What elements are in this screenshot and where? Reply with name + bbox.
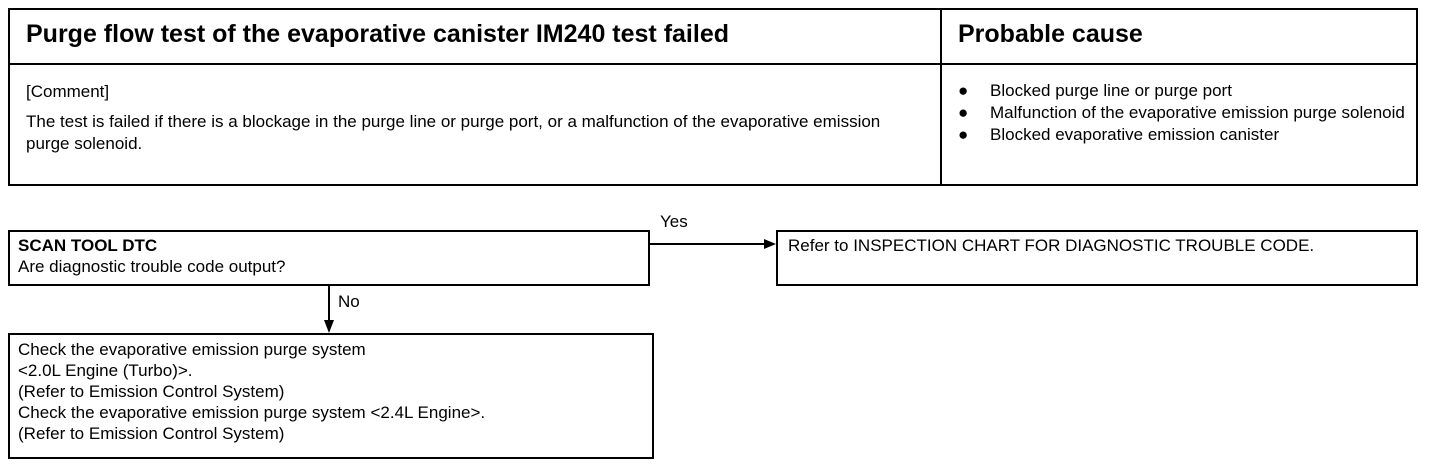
check-line: <2.0L Engine (Turbo)>. — [18, 361, 193, 380]
test-title: Purge flow test of the evaporative canis… — [26, 20, 729, 48]
probable-cause-heading: Probable cause — [958, 20, 1143, 48]
check-line: Check the evaporative emission purge sys… — [18, 403, 486, 422]
check-line: (Refer to Emission Control System) — [18, 424, 285, 443]
no-label: No — [338, 292, 360, 311]
comment-text: The test is failed if there is a blockag… — [26, 112, 881, 153]
list-item: ● Blocked evaporative emission canister — [956, 124, 1416, 146]
no-arrow-head — [324, 320, 334, 333]
cause-text: Malfunction of the evaporative emission … — [990, 103, 1405, 122]
dtc-question: Are diagnostic trouble code output? — [18, 257, 286, 276]
check-line: Check the evaporative emission purge sys… — [18, 340, 366, 359]
list-item: ● Malfunction of the evaporative emissio… — [956, 102, 1416, 124]
diagnosis-table: Purge flow test of the evaporative canis… — [8, 8, 1418, 186]
refer-inspection-box: Refer to INSPECTION CHART FOR DIAGNOSTIC… — [776, 230, 1418, 286]
comment-cell: [Comment] The test is failed if there is… — [26, 81, 926, 155]
bullet-icon: ● — [958, 103, 969, 122]
refer-text: Refer to INSPECTION CHART FOR DIAGNOSTIC… — [788, 236, 1315, 255]
table-column-divider — [940, 10, 942, 184]
check-purge-system-box: Check the evaporative emission purge sys… — [8, 333, 654, 459]
yes-label: Yes — [660, 212, 688, 231]
cause-text: Blocked evaporative emission canister — [990, 125, 1280, 144]
yes-arrow-head — [764, 239, 776, 249]
bullet-icon: ● — [958, 81, 969, 100]
probable-cause-list: ● Blocked purge line or purge port ● Mal… — [956, 80, 1416, 146]
table-row-divider — [10, 63, 1416, 65]
check-line: (Refer to Emission Control System) — [18, 382, 285, 401]
dtc-title: SCAN TOOL DTC — [18, 236, 158, 255]
scan-tool-dtc-box: SCAN TOOL DTC Are diagnostic trouble cod… — [8, 230, 650, 286]
cause-text: Blocked purge line or purge port — [990, 81, 1232, 100]
bullet-icon: ● — [958, 125, 969, 144]
comment-label: [Comment] — [26, 82, 110, 101]
list-item: ● Blocked purge line or purge port — [956, 80, 1416, 102]
